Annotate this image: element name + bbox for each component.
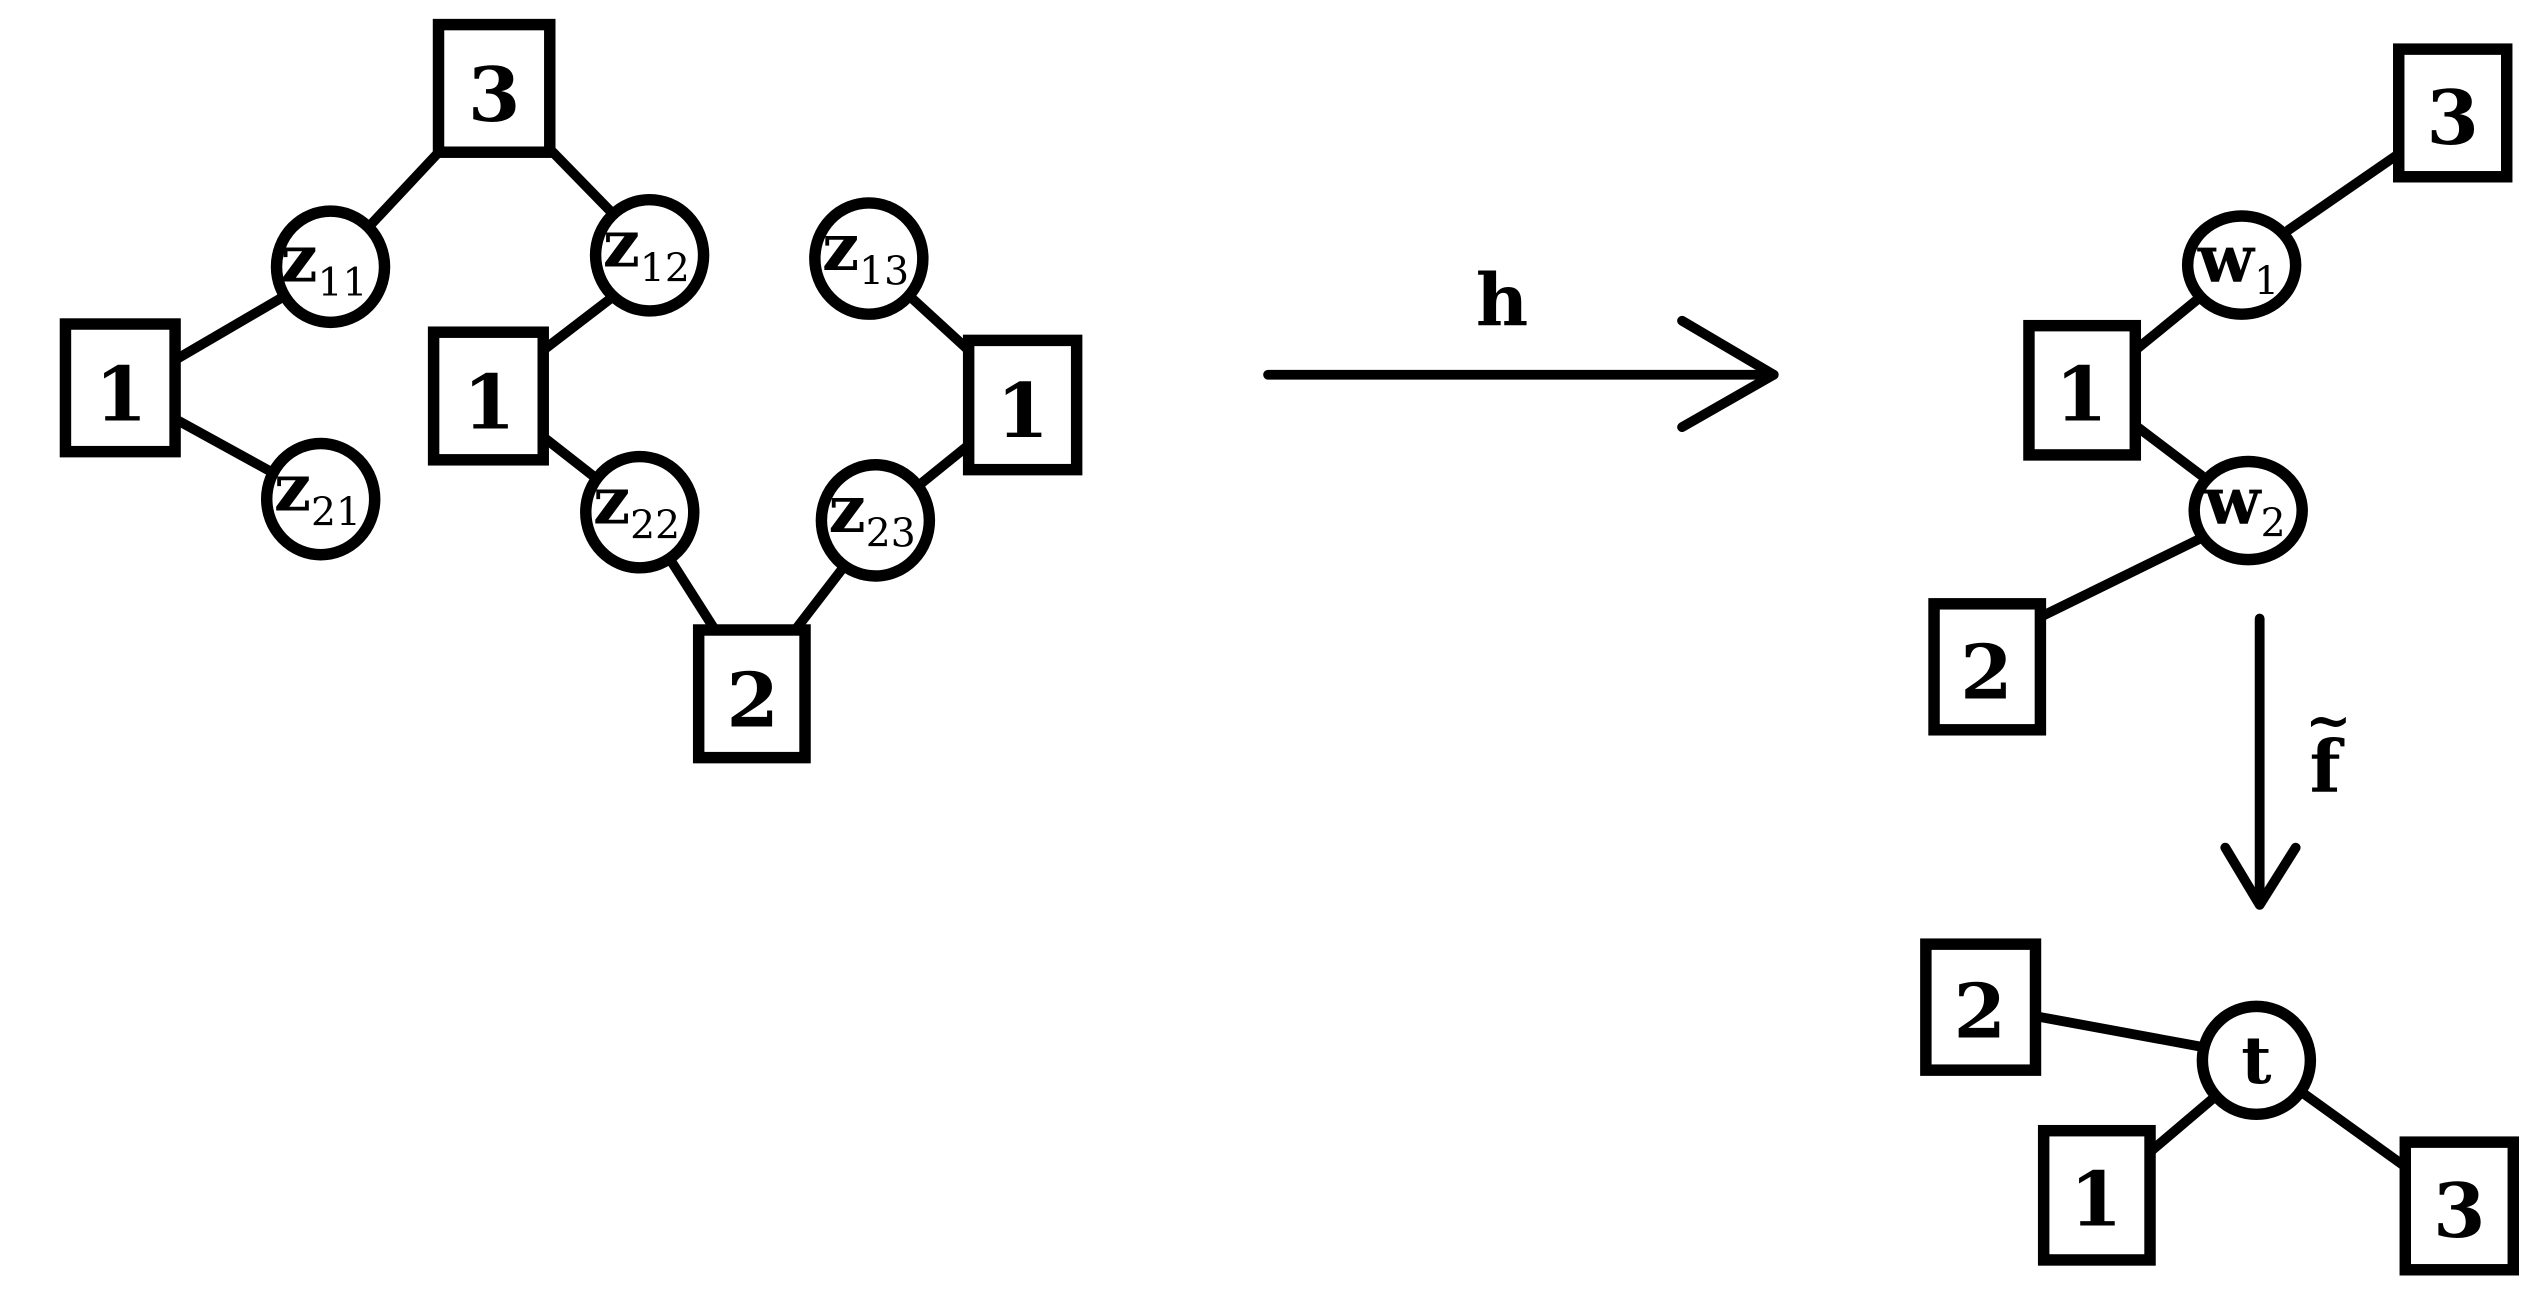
svg-text:t: t [2241, 1023, 2271, 1099]
node-box-2: 2 [692, 624, 811, 764]
node-label: 3 [2427, 73, 2479, 162]
svg-text:z23: z23 [829, 472, 916, 557]
edge-2-t [2034, 1011, 2205, 1053]
node-label: 2 [1954, 966, 2006, 1055]
edge-1-z21 [172, 414, 276, 478]
svg-text:z21: z21 [274, 451, 361, 536]
arrowhead-right-icon [1677, 315, 1779, 433]
node-label: 3 [2433, 1166, 2485, 1255]
node-box-1-left: 1 [59, 318, 181, 458]
node-z21: z21 [260, 437, 381, 561]
edge-3-z12 [542, 142, 618, 218]
node-z23: z23 [815, 459, 936, 582]
left-graph: 3 1 1 2 1 z11 z21 [59, 18, 1083, 764]
node-box-1: 1 [2037, 1124, 2156, 1266]
svg-text:z22: z22 [593, 464, 680, 549]
edge-1-w1 [2132, 295, 2201, 355]
edge-1-w2 [2132, 421, 2206, 481]
node-label: 1 [95, 350, 147, 439]
node-box-1-right: 1 [962, 334, 1083, 476]
node-label: 2 [1960, 628, 2012, 717]
node-label: 1 [2055, 350, 2107, 439]
node-box-3: 3 [2399, 1136, 2520, 1276]
node-box-3: 3 [2393, 43, 2513, 183]
edge-t-3 [2297, 1087, 2409, 1171]
node-w2: w2 [2188, 455, 2308, 566]
map-h-label: h [1476, 258, 1528, 343]
edge-1-t [2146, 1092, 2219, 1156]
edge-1-z11 [172, 293, 284, 365]
arrowhead-down-icon [2220, 842, 2301, 910]
node-t: t [2196, 1000, 2317, 1121]
node-label: 1 [2070, 1155, 2122, 1244]
edge-z13-1right [906, 292, 972, 354]
node-box-2: 2 [1920, 938, 2042, 1076]
edge-z22-2 [665, 555, 720, 633]
bottom-graph: 2 1 3 t [1920, 938, 2520, 1276]
edge-w2-2 [2038, 533, 2203, 622]
node-z11: z11 [270, 205, 391, 329]
node-z13: z13 [809, 197, 929, 320]
svg-text:z13: z13 [822, 210, 909, 295]
tilde-accent: ~ [2305, 689, 2352, 754]
node-label: 1 [996, 366, 1048, 455]
node-w1: w1 [2181, 210, 2302, 320]
map-f-label: f [2310, 724, 2345, 809]
node-z22: z22 [580, 450, 700, 574]
svg-text:w1: w1 [2197, 221, 2279, 304]
node-box-1-mid: 1 [427, 326, 549, 466]
edge-z23-2 [791, 563, 849, 633]
map-h-arrow: h [1263, 258, 1779, 433]
svg-text:w2: w2 [2203, 464, 2285, 547]
svg-text:z12: z12 [603, 207, 690, 292]
right-graph: 3 1 2 w1 w2 [1928, 43, 2513, 736]
node-label: 1 [463, 358, 515, 447]
edge-z23-1right [914, 441, 972, 490]
map-f-arrow: f ~ [2220, 613, 2352, 910]
node-z12: z12 [589, 193, 710, 317]
edge-1mid-z12 [540, 292, 617, 355]
node-box-2: 2 [1928, 598, 2047, 736]
edge-1mid-z22 [540, 433, 599, 482]
edge-w1-3 [2284, 149, 2402, 235]
svg-text:z11: z11 [280, 221, 367, 306]
edge-3-z11 [364, 145, 446, 231]
node-label: 3 [468, 50, 520, 139]
node-box-1: 1 [2023, 319, 2142, 461]
node-box-3: 3 [432, 18, 556, 158]
node-label: 2 [726, 656, 778, 745]
